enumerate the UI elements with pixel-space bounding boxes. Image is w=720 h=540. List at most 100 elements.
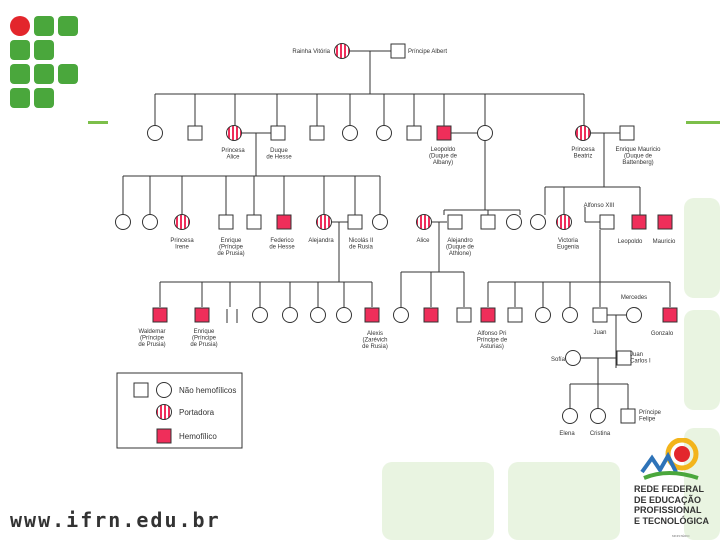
alexis-symbol (364, 307, 380, 323)
male-symbol (456, 307, 472, 323)
person-label-alfonso-xiii: Alfonso XIII (584, 203, 615, 209)
henry-prussia-2-symbol (194, 307, 210, 323)
legend-carrier-symbol (156, 404, 172, 420)
prince-albert-symbol (390, 43, 406, 59)
female-symbol (376, 125, 392, 141)
male-symbol (423, 307, 439, 323)
female-symbol (372, 214, 388, 230)
gonzalo-symbol (662, 307, 678, 323)
person-label-prince-albert: Príncipe Albert (408, 49, 447, 55)
female-symbol (142, 214, 158, 230)
juan-carlos-symbol (616, 350, 632, 366)
male-symbol (187, 125, 203, 141)
female-symbol (336, 307, 352, 323)
person-label-gonzalo: Gonzalo (651, 331, 674, 337)
rede-federal-text: REDE FEDERAL DE EDUCAÇÃO PROFISSIONAL E … (634, 484, 712, 526)
princess-alice-symbol (226, 125, 242, 141)
rede-federal-emblem (640, 438, 699, 480)
maurice-symbol (657, 214, 673, 230)
male-symbol (406, 125, 422, 141)
background-block (684, 310, 720, 410)
waldemar-symbol (152, 307, 168, 323)
person-label-mercedes: Mercedes (621, 295, 647, 301)
rede-line-1: REDE FEDERAL (634, 484, 705, 494)
sofia-symbol (565, 350, 581, 366)
queen-victoria-symbol (334, 43, 350, 59)
victoria-eugenie-symbol (556, 214, 572, 230)
legend-label-affected: Hemofílico (179, 432, 217, 441)
background-block (382, 462, 494, 540)
legend-affected-symbol (156, 428, 172, 444)
person-label-maurice: Mauricio (653, 239, 676, 245)
rede-federal-logo: REDE FEDERAL DE EDUCAÇÃO PROFISSIONAL E … (632, 434, 712, 538)
male-symbol (507, 307, 523, 323)
person-label-leopold-b: Leopoldo (618, 239, 643, 245)
alfonso-asturias-symbol (480, 307, 496, 323)
female-symbol (393, 307, 409, 323)
duke-hesse-symbol (270, 125, 286, 141)
frederick-hesse-symbol (276, 214, 292, 230)
henry-prussia-symbol (218, 214, 234, 230)
person-label-elena: Elena (559, 431, 575, 437)
male-symbol (480, 214, 496, 230)
mercedes-symbol (626, 307, 642, 323)
ifrn-logo (10, 16, 86, 108)
felipe-symbol (620, 408, 636, 424)
male-symbol (246, 214, 262, 230)
elena-symbol (562, 408, 578, 424)
leopold-b-symbol (631, 214, 647, 230)
background-block (508, 462, 620, 540)
person-label-sofia: Sofía (551, 357, 566, 363)
alexandra-symbol (316, 214, 332, 230)
rede-line-3: PROFISSIONAL (634, 505, 702, 515)
site-url[interactable]: www.ifrn.edu.br (10, 508, 221, 532)
female-symbol (147, 125, 163, 141)
cristina-symbol (590, 408, 606, 424)
female-symbol (342, 125, 358, 141)
female-symbol (506, 214, 522, 230)
alexander-athlone-symbol (447, 214, 463, 230)
princess-irene-symbol (174, 214, 190, 230)
female-symbol (282, 307, 298, 323)
female-symbol (115, 214, 131, 230)
header-rule-left (88, 121, 108, 124)
alfonso-xiii-symbol (599, 214, 615, 230)
legend-male-symbol (133, 382, 149, 398)
background-block (684, 428, 720, 540)
rede-line-4: E TECNOLÓGICA (634, 515, 710, 526)
legend-female-symbol (156, 382, 172, 398)
person-label-juan: Juan (593, 330, 606, 336)
henry-battenberg-symbol (619, 125, 635, 141)
person-label-cristina: Cristina (590, 431, 611, 437)
header-rule-right (686, 121, 720, 124)
juan-symbol (592, 307, 608, 323)
female-symbol (477, 125, 493, 141)
nicholas-ii-symbol (347, 214, 363, 230)
female-symbol (252, 307, 268, 323)
leopold-symbol (436, 125, 452, 141)
female-symbol (530, 214, 546, 230)
legend-label-not-affected: Não hemofílicos (179, 386, 236, 395)
pedigree-lines (122, 50, 671, 409)
legend-label-carrier: Portadora (179, 408, 215, 417)
background-block (684, 198, 720, 298)
female-symbol (562, 307, 578, 323)
